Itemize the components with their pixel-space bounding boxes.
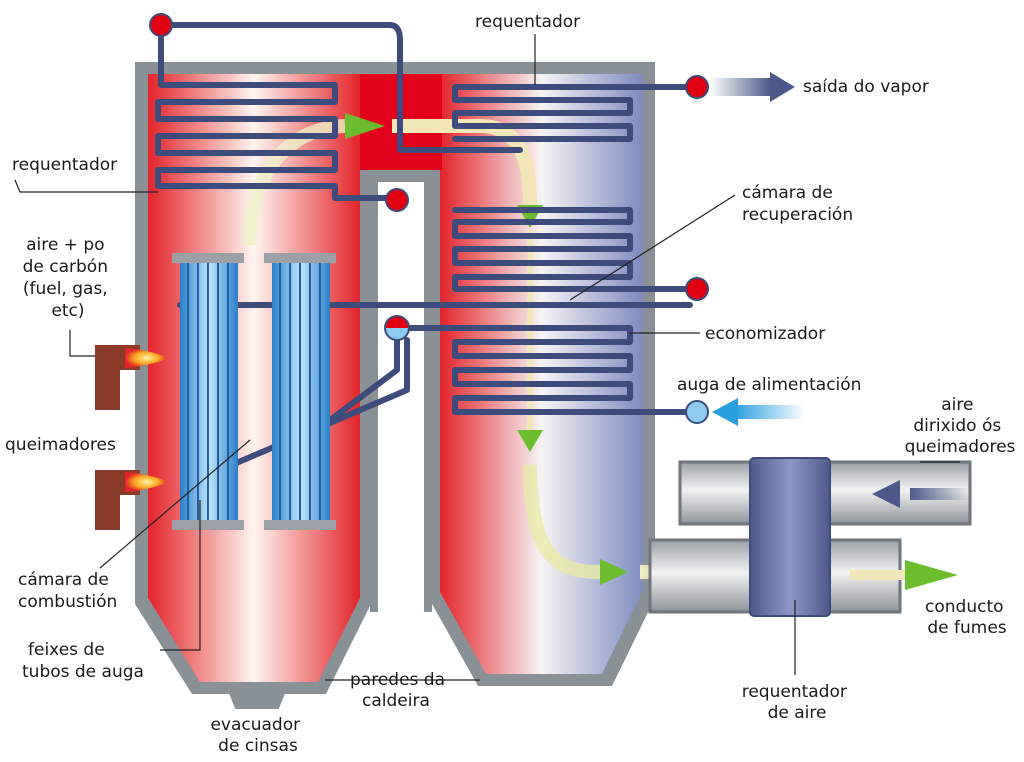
label-air-heater: requentador de aire [742, 682, 853, 723]
label-left-reheater: requentador [12, 155, 117, 175]
label-boiler-walls: paredes da caldeira [350, 670, 450, 711]
labels: requentador saída do vapor requentador c… [5, 12, 1016, 756]
economizer-coil [394, 325, 700, 415]
water-tube-bundles [172, 253, 336, 530]
top-reheater-coil [452, 84, 700, 142]
label-water-tube-bundles: feixes de tubos de auga [22, 640, 144, 682]
label-ash-outlet: evacuador de cinsas [210, 715, 305, 756]
label-economizer: economizador [705, 324, 825, 344]
valve-icon [385, 188, 409, 212]
label-air-coal: aire + po de carbón (fuel, gas, etc) [23, 235, 114, 321]
left-reheater-coil [155, 22, 523, 201]
valve-icon [149, 13, 173, 37]
recovery-chamber-fill [440, 74, 643, 674]
label-air-to-burners: aire dirixido ós queimadores [905, 395, 1016, 457]
valve-icon [685, 277, 709, 301]
feed-water-valve-icon [685, 400, 709, 424]
valve-icon [685, 75, 709, 99]
middle-coil [452, 207, 700, 292]
steam-outlet-arrow [710, 78, 770, 96]
label-burners: queimadores [5, 435, 116, 455]
air-heater [648, 457, 972, 617]
feed-water-arrow [735, 405, 805, 419]
label-feed-water: auga de alimentación [677, 375, 861, 395]
valves [149, 13, 709, 424]
leader-lines [14, 34, 960, 681]
label-recovery-chamber: cámara de recuperación [742, 183, 853, 225]
drum-icon [385, 316, 409, 328]
burners [95, 345, 168, 530]
label-combustion-chamber: cámara de combustión [18, 570, 117, 612]
label-flue-duct: conducto de fumes [925, 597, 1009, 638]
label-top-reheater: requentador [475, 12, 580, 32]
label-steam-outlet: saída do vapor [803, 77, 929, 97]
